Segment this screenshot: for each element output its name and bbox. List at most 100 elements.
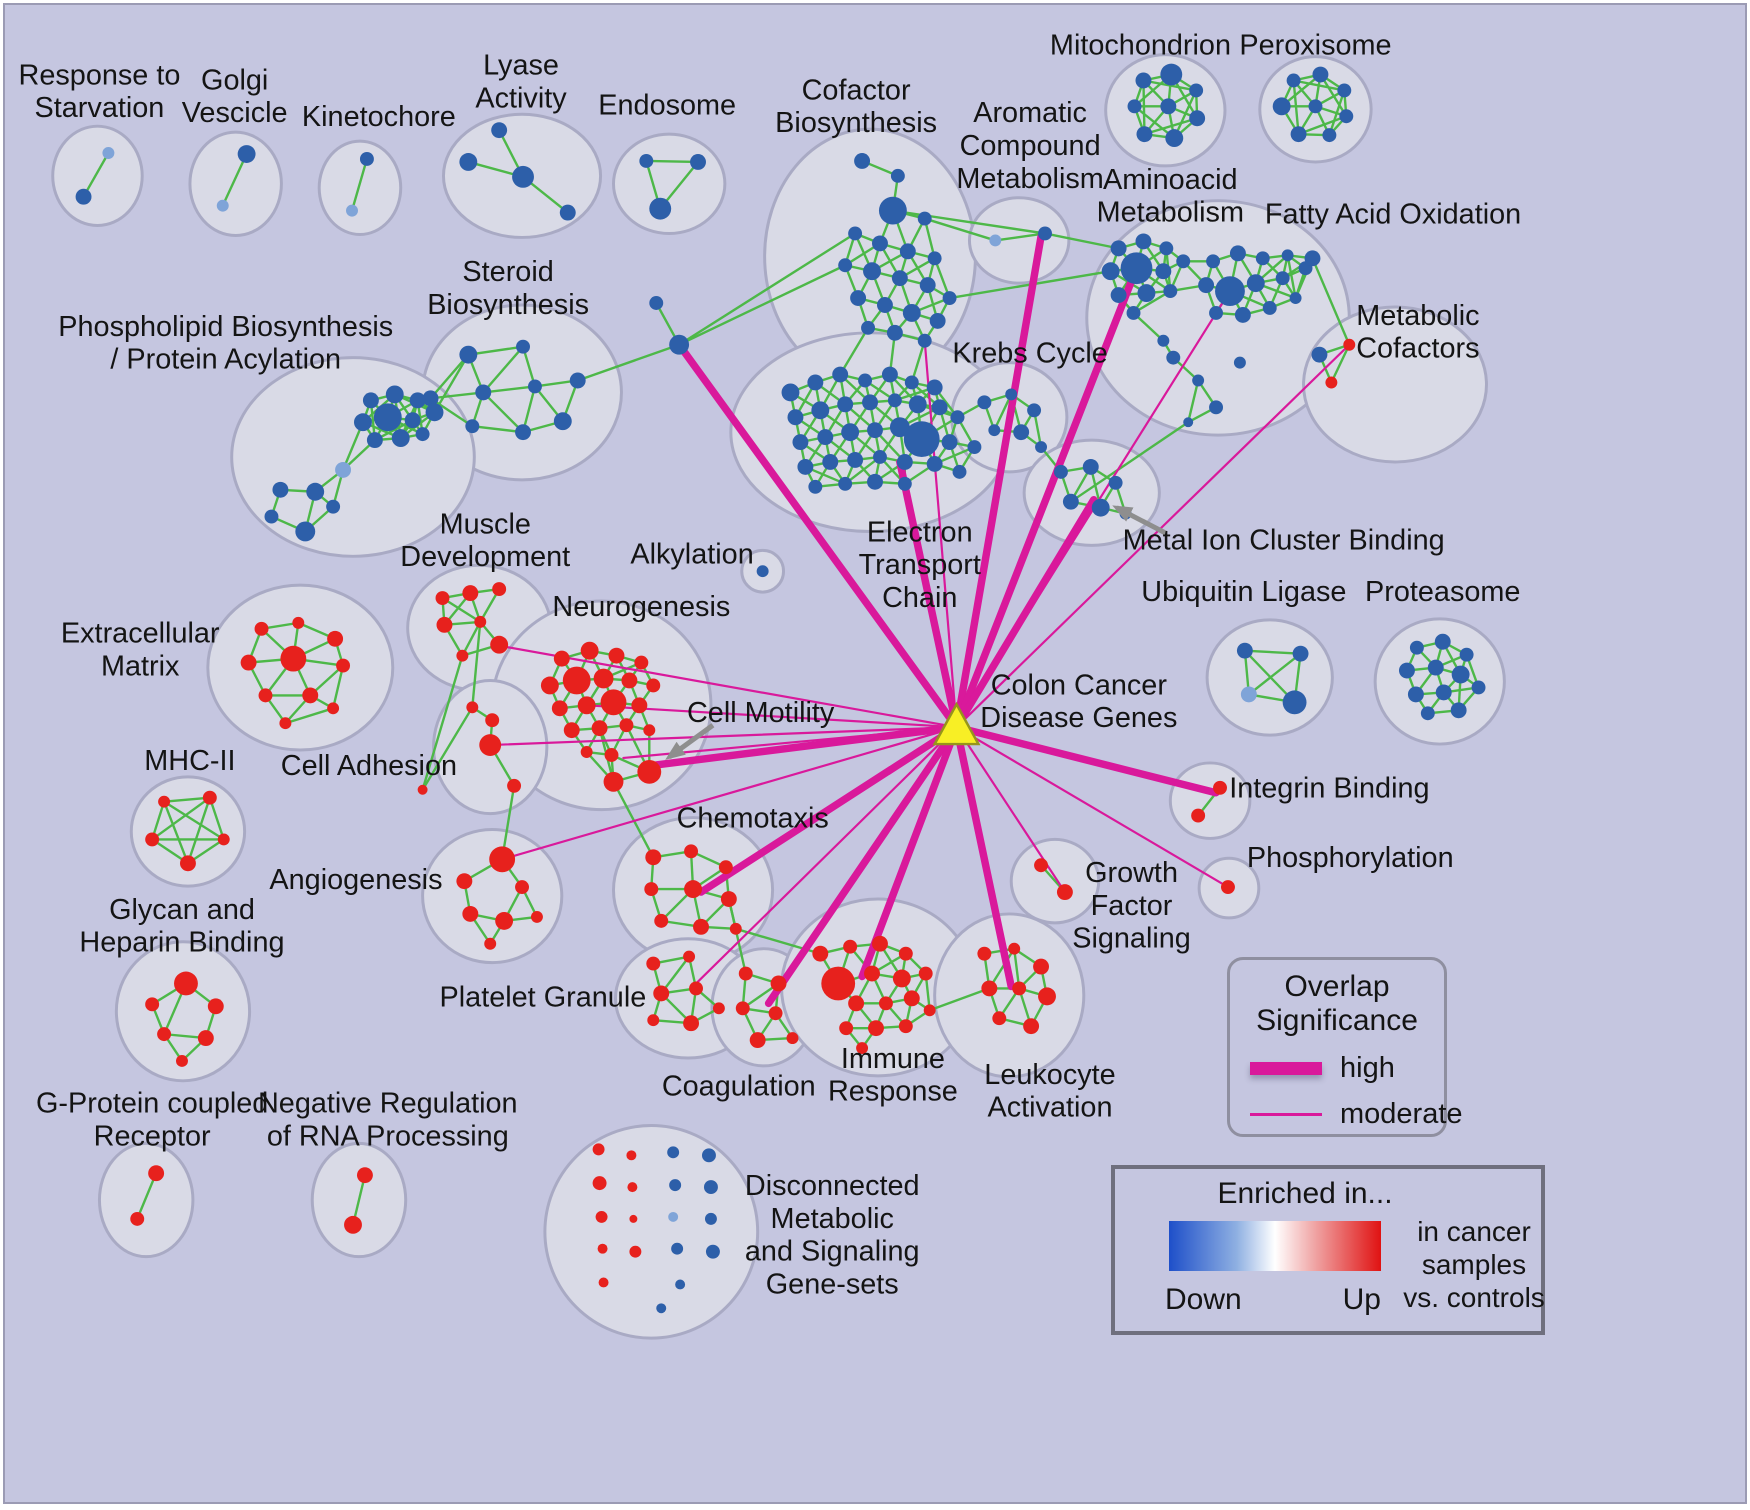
gene-set-node: [876, 297, 893, 313]
gene-set-node: [649, 197, 672, 220]
cluster-cofactor-biosynthesis-nodes: [838, 153, 957, 348]
gene-set-node: [838, 258, 853, 273]
cluster-leukocyte-activation-bubble: [933, 912, 1086, 1079]
gene-set-node: [603, 771, 624, 792]
gene-set-node: [591, 720, 608, 737]
gene-set-node: [1038, 226, 1052, 241]
nodes-layer: [75, 63, 1486, 1314]
gene-set-node: [1407, 686, 1424, 703]
gene-set-node: [837, 396, 854, 413]
cluster-muscle-development-nodes: [435, 582, 509, 662]
hub-layer: [932, 701, 981, 746]
cluster-g-protein-coupled-receptor-nodes: [130, 1165, 165, 1226]
gene-set-node: [637, 759, 662, 784]
label-alkylation: Alkylation: [630, 538, 753, 570]
gene-set-node: [1409, 640, 1424, 655]
cluster-integrin-binding-nodes: [1191, 780, 1227, 823]
gene-set-node: [436, 616, 453, 633]
gene-set-node: [475, 384, 492, 401]
gene-set-node: [456, 873, 473, 890]
gene-set-node: [608, 647, 625, 664]
gene-set-node: [926, 379, 943, 396]
gene-set-node: [202, 790, 217, 805]
gene-set-node: [839, 1021, 854, 1036]
gene-set-node: [1281, 249, 1294, 262]
gene-set-node: [516, 339, 530, 354]
cluster-bridge-junction-nodes: [649, 296, 690, 355]
gene-set-node: [629, 1245, 642, 1258]
moderate-significance-swatch: [1250, 1113, 1322, 1116]
gene-set-node: [705, 1244, 720, 1259]
arrows-layer: [665, 505, 1168, 760]
enrichment-context-text: in cancer samples vs. controls: [1403, 1216, 1545, 1313]
label-angiogenesis: Angiogenesis: [269, 864, 442, 896]
gene-set-node: [1246, 274, 1265, 293]
gene-set-node: [1275, 271, 1290, 286]
inter-cluster-edge: [678, 232, 856, 346]
gene-set-node: [604, 748, 619, 762]
gene-set-node: [1337, 83, 1352, 98]
gene-set-node: [75, 188, 92, 205]
inter-cluster-edge: [421, 655, 464, 791]
significance-edge-high: [858, 723, 961, 981]
inter-cluster-edge: [929, 987, 990, 1012]
gene-set-node: [385, 385, 404, 404]
gene-set-node: [344, 1215, 362, 1234]
gene-set-node: [738, 966, 753, 981]
label-mhc-ii: MHC-II: [144, 745, 235, 777]
gene-set-node: [495, 911, 514, 930]
gene-set-node: [735, 1001, 750, 1016]
gene-set-node: [621, 672, 638, 689]
gene-set-node: [931, 399, 948, 416]
gene-set-node: [559, 204, 576, 221]
gene-set-node: [1005, 388, 1018, 401]
cluster-chemotaxis-nodes: [644, 844, 742, 935]
up-label: Up: [1342, 1283, 1381, 1316]
overlap-legend-title: Overlap Significance: [1256, 970, 1418, 1037]
gene-set-node: [1027, 403, 1042, 418]
gene-set-node: [1166, 350, 1181, 365]
cluster-kinetochore-edges: [350, 158, 369, 211]
cluster-cell-adhesion-nodes: [417, 701, 522, 795]
gene-set-node: [718, 860, 733, 875]
gene-set-node: [683, 1015, 700, 1032]
gene-set-node: [1234, 306, 1251, 323]
cluster-endosome-bubble: [612, 132, 727, 235]
inter-cluster-edge: [839, 327, 870, 376]
gene-set-node: [811, 401, 830, 420]
gene-set-node: [148, 1165, 165, 1182]
gene-set-node: [720, 891, 737, 907]
gene-set-node: [1155, 263, 1172, 280]
gene-set-node: [856, 1042, 869, 1054]
gene-set-node: [484, 937, 497, 950]
cluster-steroid-biosynthesis-nodes: [422, 339, 586, 441]
label-krebs-cycle: Krebs Cycle: [952, 338, 1107, 370]
gene-set-node: [847, 452, 864, 468]
gene-set-node: [1262, 301, 1277, 315]
gene-set-node: [600, 689, 627, 716]
gene-set-node: [646, 678, 661, 693]
gene-set-node: [838, 476, 853, 491]
gene-set-node: [643, 724, 656, 737]
significance-edge-moderate: [489, 726, 958, 747]
gene-set-node: [577, 696, 596, 715]
cluster-extracellular-matrix-nodes: [240, 616, 351, 730]
label-neurogenesis: Neurogenesis: [552, 591, 730, 623]
gene-set-node: [553, 412, 572, 431]
cluster-angiogenesis-nodes: [456, 846, 543, 950]
label-peroxisome: Peroxisome: [1239, 30, 1391, 62]
cluster-disconnected-gene-sets-nodes: [592, 1143, 720, 1314]
significance-edge-moderate: [923, 339, 958, 729]
cluster-response-to-starvation-edges: [82, 152, 110, 198]
gene-set-node: [507, 778, 522, 793]
enriched-legend-title: Enriched in...: [1217, 1177, 1393, 1210]
gene-set-node: [327, 630, 344, 647]
gene-set-node: [197, 1030, 214, 1047]
gene-set-node: [892, 969, 911, 988]
gene-set-node: [258, 688, 273, 703]
gene-set-node: [1056, 884, 1073, 901]
gene-set-node: [1082, 458, 1099, 475]
